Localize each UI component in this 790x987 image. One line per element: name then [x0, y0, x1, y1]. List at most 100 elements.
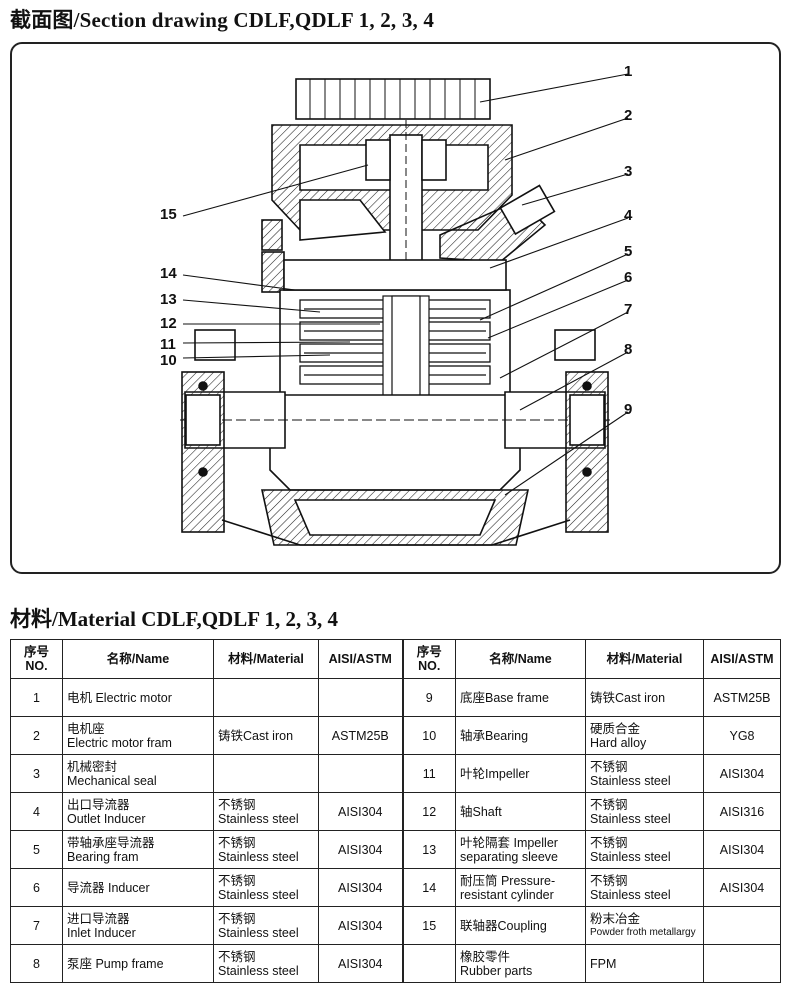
no-cell: 6	[10, 868, 63, 907]
callout-4: 4	[624, 207, 633, 224]
astm-cell: AISI304	[318, 830, 403, 869]
name-cell: 泵座 Pump frame	[62, 944, 214, 983]
no-cell: 9	[401, 678, 456, 717]
astm-cell	[318, 754, 403, 793]
callout-5: 5	[624, 243, 632, 260]
pump-frame-shape	[269, 394, 521, 491]
name-cell: 导流器 Inducer	[62, 868, 214, 907]
no-cell: 10	[401, 716, 456, 755]
no-cell: 15	[401, 906, 456, 945]
name-cell: 叶轮Impeller	[455, 754, 586, 793]
astm-cell: ASTM25B	[318, 716, 403, 755]
name-cell: 耐压筒 Pressure-resistant cylinder	[455, 868, 586, 907]
no-cell: 5	[10, 830, 63, 869]
astm-cell: ASTM25B	[703, 678, 781, 717]
callout-6: 6	[624, 269, 632, 286]
table-header-cell: 材料/Material	[213, 639, 319, 679]
material-cell: FPM	[585, 944, 704, 983]
no-cell: 12	[401, 792, 456, 831]
callout-2: 2	[624, 107, 632, 124]
astm-cell: AISI304	[703, 754, 781, 793]
material-cell: 铸铁Cast iron	[213, 716, 319, 755]
material-cell: 铸铁Cast iron	[585, 678, 704, 717]
pump-section-drawing: 1 2 3 4 5 6 7 8 9 10 11 12 13 14 15	[160, 63, 633, 546]
callout-1: 1	[624, 63, 632, 80]
callout-15: 15	[160, 206, 177, 223]
material-cell	[213, 678, 319, 717]
astm-cell: AISI304	[318, 944, 403, 983]
astm-cell: AISI316	[703, 792, 781, 831]
astm-cell: YG8	[703, 716, 781, 755]
name-cell: 联轴器Coupling	[455, 906, 586, 945]
name-cell: 轴承Bearing	[455, 716, 586, 755]
motor-shape	[295, 78, 491, 120]
name-cell: 电机 Electric motor	[62, 678, 214, 717]
callout-8: 8	[624, 341, 632, 358]
callout-12: 12	[160, 315, 177, 332]
table-header-cell: 序号NO.	[10, 639, 63, 679]
material-title: 材料/Material CDLF,QDLF 1, 2, 3, 4	[10, 607, 339, 631]
no-cell: 8	[10, 944, 63, 983]
no-cell: 3	[10, 754, 63, 793]
table-header-cell: AISI/ASTM	[318, 639, 403, 679]
callout-9: 9	[624, 401, 632, 418]
no-cell: 2	[10, 716, 63, 755]
table-header-cell: 序号NO.	[401, 639, 456, 679]
astm-cell: AISI304	[703, 868, 781, 907]
material-cell	[213, 754, 319, 793]
name-cell: 底座Base frame	[455, 678, 586, 717]
astm-cell	[703, 906, 781, 945]
no-cell: 7	[10, 906, 63, 945]
astm-cell: AISI304	[318, 906, 403, 945]
no-cell: 11	[401, 754, 456, 793]
callout-11: 11	[160, 336, 176, 353]
no-cell: 1	[10, 678, 63, 717]
callout-10: 10	[160, 352, 177, 369]
astm-cell: AISI304	[703, 830, 781, 869]
astm-cell	[703, 944, 781, 983]
no-cell: 4	[10, 792, 63, 831]
astm-cell: AISI304	[318, 868, 403, 907]
astm-cell	[318, 678, 403, 717]
table-header-cell: 名称/Name	[62, 639, 214, 679]
no-cell	[401, 944, 456, 983]
callout-13: 13	[160, 291, 177, 308]
table-header-cell: 名称/Name	[455, 639, 586, 679]
table-header-cell: 材料/Material	[585, 639, 704, 679]
no-cell: 13	[401, 830, 456, 869]
name-cell: 轴Shaft	[455, 792, 586, 831]
callout-7: 7	[624, 301, 632, 318]
section-drawing-title: 截面图/Section drawing CDLF,QDLF 1, 2, 3, 4	[10, 8, 435, 32]
table-header-cell: AISI/ASTM	[703, 639, 781, 679]
no-cell: 14	[401, 868, 456, 907]
callout-3: 3	[624, 163, 632, 180]
